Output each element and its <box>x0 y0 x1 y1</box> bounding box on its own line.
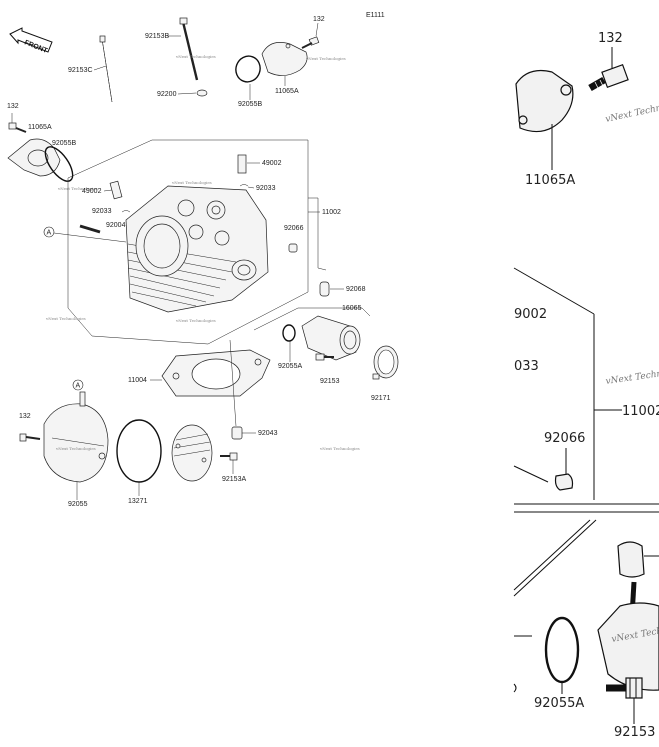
zoom-mid-label-49002: 9002 <box>514 307 547 322</box>
watermark-8: vNext Technologies <box>55 446 96 451</box>
cover-11065a-zoom <box>515 69 574 133</box>
label-92153B: 92153B <box>145 33 169 40</box>
bolt-132-bottom <box>19 433 41 442</box>
zoom-mid-label-11002: 11002 <box>622 404 659 419</box>
stud-92153c <box>99 35 113 103</box>
cylinder-head-11002 <box>125 185 269 313</box>
oring-92055a-zoom <box>544 616 580 684</box>
cap-92068 <box>319 281 330 297</box>
cap-13271 <box>171 424 213 482</box>
watermark-6: vNext Technologies <box>175 318 216 323</box>
cap-92068-zoom <box>617 541 645 578</box>
oring-92055 <box>116 419 162 483</box>
label-92055B-top: 92055B <box>238 101 262 108</box>
oring-92055a <box>282 324 296 342</box>
label-92055A: 92055A <box>278 363 302 370</box>
bolt-132-zoom <box>588 63 629 92</box>
bolt-92153 <box>315 353 334 361</box>
label-16065: 16065 <box>342 305 362 312</box>
manifold-zoom <box>597 602 659 691</box>
label-92055: 13271 <box>128 498 148 505</box>
oring-92055b-top <box>235 55 261 83</box>
dowel-92043 <box>231 426 243 440</box>
label-49002-right: 49002 <box>262 160 282 167</box>
label-92153: 92153 <box>320 378 340 385</box>
oring-92055b-left <box>44 146 74 182</box>
label-92171: 92171 <box>371 395 391 402</box>
label-11065A-left: 11065A <box>28 124 52 131</box>
washer-92200 <box>196 89 208 97</box>
label-92153A: 92153A <box>222 476 246 483</box>
label-132-top: 132 <box>313 16 325 23</box>
clamp-92171 <box>372 345 399 380</box>
clip-92033-left <box>121 210 131 213</box>
head-outline-11002 <box>67 139 309 345</box>
callout-a-head <box>43 226 55 238</box>
label-92033-left: 92033 <box>92 208 112 215</box>
label-92068: 92068 <box>346 286 366 293</box>
watermark-4: vNext Technologies <box>171 180 212 185</box>
watermark-2: vNext Technologies <box>305 56 346 61</box>
zoom-top-label-132: 132 <box>598 31 623 46</box>
diagram-code: E1111 <box>366 12 385 19</box>
callout-a-cover-label: A <box>76 383 81 390</box>
bolt-92153b <box>179 17 199 81</box>
label-132-left: 132 <box>7 103 19 110</box>
label-11004: 11004 <box>128 377 147 384</box>
bolt-92153a <box>220 452 238 461</box>
watermark-7: vNext Technologies <box>319 446 360 451</box>
cover-11065a-top <box>261 42 308 76</box>
clip-92033-right <box>239 184 249 187</box>
label-92043: 92043 <box>258 430 278 437</box>
plug-92066 <box>288 243 298 253</box>
zoom-panel-mid: 9002 033 vNext Technologies 11002 92066 <box>513 267 659 500</box>
label-11002: 11002 <box>322 209 341 216</box>
bolt-92153-zoom <box>606 677 643 699</box>
label-132-bottom: 132 <box>19 413 31 420</box>
label-49002-left: 49002 <box>82 188 102 195</box>
label-92153C: 92153C <box>68 67 93 74</box>
zoom-mid-label-92033: 033 <box>514 359 539 374</box>
callout-a-head-label: A <box>47 230 52 237</box>
watermark-1: vNext Technologies <box>175 54 216 59</box>
zoom-mid-label-92066: 92066 <box>544 431 585 446</box>
callout-a-cover <box>72 379 84 391</box>
label-11065: 92055 <box>68 501 88 508</box>
label-92055B-left: 92055B <box>52 140 76 147</box>
bolt-132-top <box>301 36 320 49</box>
zoom-watermark: vNext Technologies <box>605 96 659 124</box>
cover-11065 <box>43 391 109 483</box>
label-11065A-top: 11065A <box>275 88 299 95</box>
manifold-16065 <box>301 315 361 361</box>
watermark-3: vNext Technologies <box>57 186 98 191</box>
front-arrow-icon: FRONT <box>9 27 53 55</box>
zoom-bottom-label-92055A: 92055A <box>534 696 584 711</box>
label-92004: 92004 <box>106 222 126 229</box>
gasket-11004 <box>161 349 271 397</box>
label-92033-right: 92033 <box>256 185 276 192</box>
zoom-panel-top: 132 vNext Technologies 11065A <box>515 31 659 188</box>
zoom-mid-watermark: vNext Technologies <box>605 365 659 387</box>
guide-49002-left <box>109 180 123 200</box>
label-92066: 92066 <box>284 225 304 232</box>
plug-92066-zoom <box>554 473 574 491</box>
zoom-panel-bottom: vNext Technologies 92055A 92153 <box>513 503 659 740</box>
watermark-5: vNext Technologies <box>45 316 86 321</box>
guide-49002-right <box>237 154 247 174</box>
zoom-top-label-11065A: 11065A <box>525 173 575 188</box>
zoom-bottom-label-92153: 92153 <box>614 725 655 740</box>
label-92200: 92200 <box>157 91 177 98</box>
bolt-132-left <box>8 113 27 133</box>
stud-92004 <box>79 224 101 234</box>
